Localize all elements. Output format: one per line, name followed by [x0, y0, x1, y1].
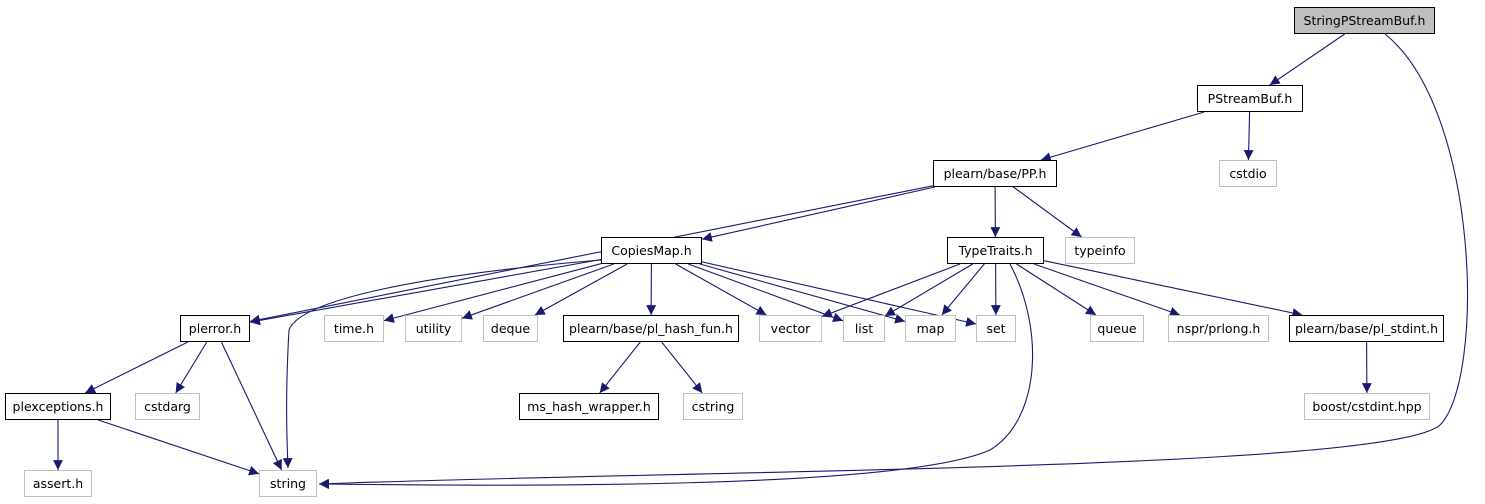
node-label: cstring	[691, 399, 735, 414]
node-label: StringPStreamBuf.h	[1303, 13, 1426, 28]
edge-typetraits-to-map	[941, 263, 985, 316]
node-label: vector	[770, 321, 811, 336]
node-set: set	[976, 315, 1016, 342]
edge-typetraits-to-vector	[821, 263, 961, 318]
node-label: plerror.h	[188, 321, 242, 336]
edge-copiesmap-to-plerror	[249, 258, 602, 326]
edge-pstreambuf-to-cstdio	[1243, 111, 1254, 161]
node-label: map	[916, 321, 945, 336]
node-copiesmap[interactable]: CopiesMap.h	[601, 237, 702, 264]
edge-plerror-to-cstdarg	[175, 341, 208, 394]
edge-copiesmap-to-deque	[534, 263, 628, 316]
node-typeinfo: typeinfo	[1065, 237, 1135, 264]
node-pl-stdint[interactable]: plearn/base/pl_stdint.h	[1289, 315, 1444, 342]
edge-copiesmap-to-map	[699, 263, 906, 324]
node-label: set	[986, 321, 1006, 336]
node-vector: vector	[759, 315, 822, 342]
node-label: boost/cstdint.hpp	[1312, 399, 1422, 414]
edge-plexceptions-to-string	[98, 419, 260, 476]
node-pstreambuf[interactable]: PStreamBuf.h	[1197, 85, 1303, 112]
node-pp[interactable]: plearn/base/PP.h	[933, 160, 1057, 187]
node-prlong: nspr/prlong.h	[1168, 315, 1269, 342]
node-label: queue	[1097, 321, 1137, 336]
node-typetraits[interactable]: TypeTraits.h	[947, 237, 1044, 264]
edge-typetraits-to-queue	[1016, 263, 1097, 316]
node-label: cstdarg	[144, 399, 191, 414]
node-label: CopiesMap.h	[611, 243, 692, 258]
edge-copiesmap-to-utility	[461, 263, 614, 320]
node-pl-hash-fun[interactable]: plearn/base/pl_hash_fun.h	[563, 315, 739, 342]
edge-pp-to-copiesmap	[701, 186, 935, 242]
node-time: time.h	[324, 315, 384, 342]
node-label: TypeTraits.h	[958, 243, 1033, 258]
node-cstdio: cstdio	[1219, 160, 1277, 187]
node-assert: assert.h	[24, 470, 92, 497]
node-string: string	[259, 470, 317, 497]
node-label: nspr/prlong.h	[1176, 321, 1261, 336]
edge-copiesmap-to-string	[282, 259, 602, 469]
edge-typetraits-to-prlong	[1033, 263, 1181, 317]
edge-plerror-to-plexceptions	[84, 341, 189, 394]
node-ms-hash-wrapper[interactable]: ms_hash_wrapper.h	[519, 393, 659, 420]
node-cstdarg: cstdarg	[135, 393, 200, 420]
node-label: list	[854, 321, 874, 336]
node-cstring: cstring	[683, 393, 743, 420]
node-label: plearn/base/pl_stdint.h	[1294, 321, 1439, 336]
node-plexceptions[interactable]: plexceptions.h	[5, 393, 111, 420]
node-queue: queue	[1090, 315, 1144, 342]
node-label: time.h	[333, 321, 375, 336]
edge-pp-to-typeinfo	[1013, 186, 1082, 238]
node-list: list	[843, 315, 885, 342]
node-label: deque	[490, 321, 531, 336]
node-label: plearn/base/pl_hash_fun.h	[569, 321, 733, 336]
edge-pstreambuf-to-pp	[1040, 111, 1205, 162]
node-label: typeinfo	[1074, 243, 1126, 258]
node-plerror[interactable]: plerror.h	[180, 315, 250, 342]
edge-pl_hash_fun-to-ms_hash_wrapper	[599, 341, 641, 394]
node-label: ms_hash_wrapper.h	[527, 399, 651, 414]
edge-typetraits-to-list	[884, 263, 973, 317]
edge-typetraits-to-pl_stdint	[1043, 260, 1303, 318]
edge-typetraits-to-string	[318, 263, 1034, 490]
edge-stringpstreambuf-to-pstreambuf	[1269, 33, 1346, 86]
edge-copiesmap-to-vector	[675, 263, 767, 316]
edge-pl_hash_fun-to-cstring	[661, 341, 703, 394]
edge-plerror-to-string	[220, 341, 283, 471]
node-utility: utility	[405, 315, 462, 342]
edge-copiesmap-to-list	[688, 263, 844, 323]
node-label: assert.h	[32, 476, 84, 491]
node-label: plearn/base/PP.h	[943, 166, 1047, 181]
node-label: cstdio	[1229, 166, 1267, 181]
edge-copiesmap-to-time	[383, 263, 602, 323]
edge-pp-to-plerror	[249, 185, 934, 325]
node-map: map	[905, 315, 956, 342]
node-boost-cstdint: boost/cstdint.hpp	[1304, 393, 1430, 420]
node-stringpstreambuf[interactable]: StringPStreamBuf.h	[1294, 7, 1435, 34]
edge-stringpstreambuf-to-string	[318, 33, 1468, 489]
node-deque: deque	[483, 315, 538, 342]
node-label: PStreamBuf.h	[1207, 91, 1293, 106]
node-label: utility	[415, 321, 452, 336]
node-label: plexceptions.h	[12, 399, 104, 414]
node-label: string	[270, 476, 306, 491]
edge-copiesmap-to-set	[701, 261, 977, 327]
